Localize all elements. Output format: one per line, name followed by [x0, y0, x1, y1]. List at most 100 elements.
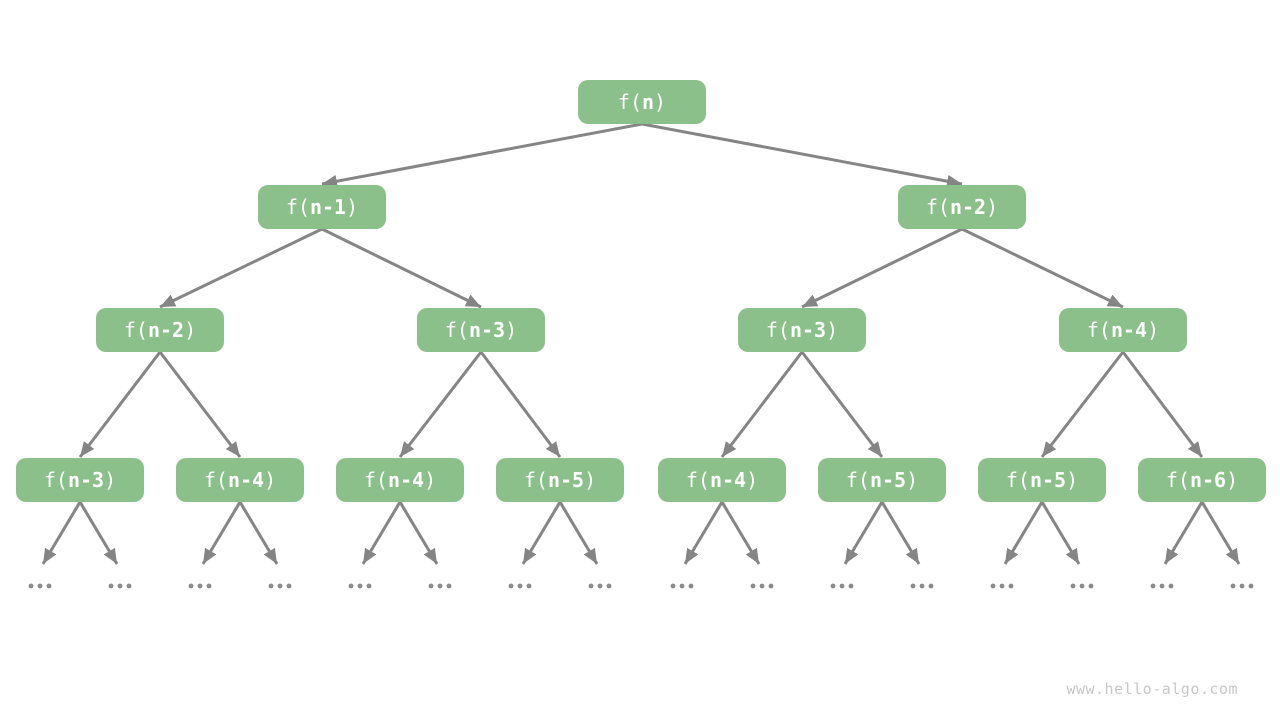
ellipsis-group	[188, 583, 212, 589]
tree-edge	[961, 227, 1124, 309]
node-label-pre: f(	[845, 468, 870, 492]
tree-edge	[683, 501, 724, 565]
ellipsis-dot	[919, 583, 925, 589]
node-label-pre: f(	[444, 318, 469, 342]
node-label-pre: f(	[617, 90, 642, 114]
node-label-pre: f(	[925, 195, 950, 219]
node-label-arg: n-5	[547, 468, 585, 492]
tree-edge	[1003, 501, 1044, 565]
ellipsis-dot	[517, 583, 523, 589]
ellipsis-group	[508, 583, 532, 589]
tree-node-n6: f(n-4)	[1059, 308, 1187, 352]
tree-node-n9: f(n-4)	[336, 458, 464, 502]
ellipsis-group	[1150, 583, 1174, 589]
ellipsis-group	[670, 583, 694, 589]
tree-edge	[880, 501, 921, 565]
node-label-post: )	[505, 318, 518, 342]
tree-node-n0: f(n)	[578, 80, 706, 124]
ellipsis-dot	[688, 583, 694, 589]
tree-node-n7: f(n-3)	[16, 458, 144, 502]
tree-edge	[158, 351, 242, 458]
tree-edges	[41, 122, 1241, 565]
tree-edge	[1163, 501, 1204, 565]
ellipsis-dot	[759, 583, 765, 589]
node-label-pre: f(	[523, 468, 548, 492]
tree-node-n11: f(n-4)	[658, 458, 786, 502]
ellipsis-dot	[366, 583, 372, 589]
ellipsis-dot	[1239, 583, 1245, 589]
ellipsis-dot	[117, 583, 123, 589]
ellipsis-dot	[126, 583, 132, 589]
node-label-post: )	[584, 468, 597, 492]
tree-edge	[1040, 501, 1081, 565]
node-label-arg: n-5	[1029, 468, 1067, 492]
node-label-arg: n-2	[147, 318, 185, 342]
ellipsis-dot	[526, 583, 532, 589]
ellipsis-dots	[28, 583, 1254, 589]
tree-node-n3: f(n-2)	[96, 308, 224, 352]
ellipsis-dot	[670, 583, 676, 589]
node-label-post: )	[906, 468, 919, 492]
ellipsis-group	[910, 583, 934, 589]
tree-edge	[41, 501, 82, 565]
ellipsis-dot	[268, 583, 274, 589]
node-label-pre: f(	[1165, 468, 1190, 492]
ellipsis-dot	[679, 583, 685, 589]
tree-edge	[720, 501, 761, 565]
node-label-pre: f(	[203, 468, 228, 492]
tree-node-n13: f(n-5)	[978, 458, 1106, 502]
tree-node-n14: f(n-6)	[1138, 458, 1266, 502]
node-label-pre: f(	[285, 195, 310, 219]
tree-edge	[1121, 351, 1204, 458]
ellipsis-dot	[188, 583, 194, 589]
node-label-post: )	[986, 195, 999, 219]
node-label-arg: n-3	[468, 318, 506, 342]
node-label-post: )	[1147, 318, 1160, 342]
tree-node-n1: f(n-1)	[258, 185, 386, 229]
ellipsis-dot	[1159, 583, 1165, 589]
ellipsis-dot	[1079, 583, 1085, 589]
node-label-arg: n-2	[949, 195, 987, 219]
ellipsis-group	[28, 583, 52, 589]
tree-node-n10: f(n-5)	[496, 458, 624, 502]
tree-edge	[720, 351, 804, 458]
ellipsis-group	[588, 583, 612, 589]
ellipsis-group	[1070, 583, 1094, 589]
ellipsis-dot	[830, 583, 836, 589]
ellipsis-dot	[46, 583, 52, 589]
ellipsis-dot	[1088, 583, 1094, 589]
tree-edge	[78, 351, 162, 458]
node-label-post: )	[1226, 468, 1239, 492]
tree-edge	[78, 501, 119, 565]
node-label-arg: n-3	[789, 318, 827, 342]
tree-edge	[201, 501, 242, 565]
ellipsis-dot	[588, 583, 594, 589]
node-label-post: )	[746, 468, 759, 492]
watermark: www.hello-algo.com	[1066, 680, 1238, 698]
node-label-post: )	[654, 90, 667, 114]
node-label-post: )	[104, 468, 117, 492]
tree-edge	[321, 227, 482, 309]
node-label-pre: f(	[685, 468, 710, 492]
ellipsis-dot	[839, 583, 845, 589]
node-label-pre: f(	[123, 318, 148, 342]
tree-edge	[398, 351, 483, 458]
ellipsis-dot	[108, 583, 114, 589]
ellipsis-dot	[286, 583, 292, 589]
node-label-arg: n-4	[227, 468, 265, 492]
ellipsis-dot	[848, 583, 854, 589]
ellipsis-dot	[1008, 583, 1014, 589]
node-label-pre: f(	[1086, 318, 1111, 342]
ellipsis-dot	[1070, 583, 1076, 589]
node-label-arg: n-4	[709, 468, 747, 492]
node-label-pre: f(	[1005, 468, 1030, 492]
ellipsis-dot	[928, 583, 934, 589]
ellipsis-dot	[750, 583, 756, 589]
ellipsis-group	[268, 583, 292, 589]
ellipsis-dot	[1248, 583, 1254, 589]
tree-node-n4: f(n-3)	[417, 308, 545, 352]
tree-node-n12: f(n-5)	[818, 458, 946, 502]
ellipsis-dot	[37, 583, 43, 589]
ellipsis-group	[750, 583, 774, 589]
node-label-pre: f(	[363, 468, 388, 492]
